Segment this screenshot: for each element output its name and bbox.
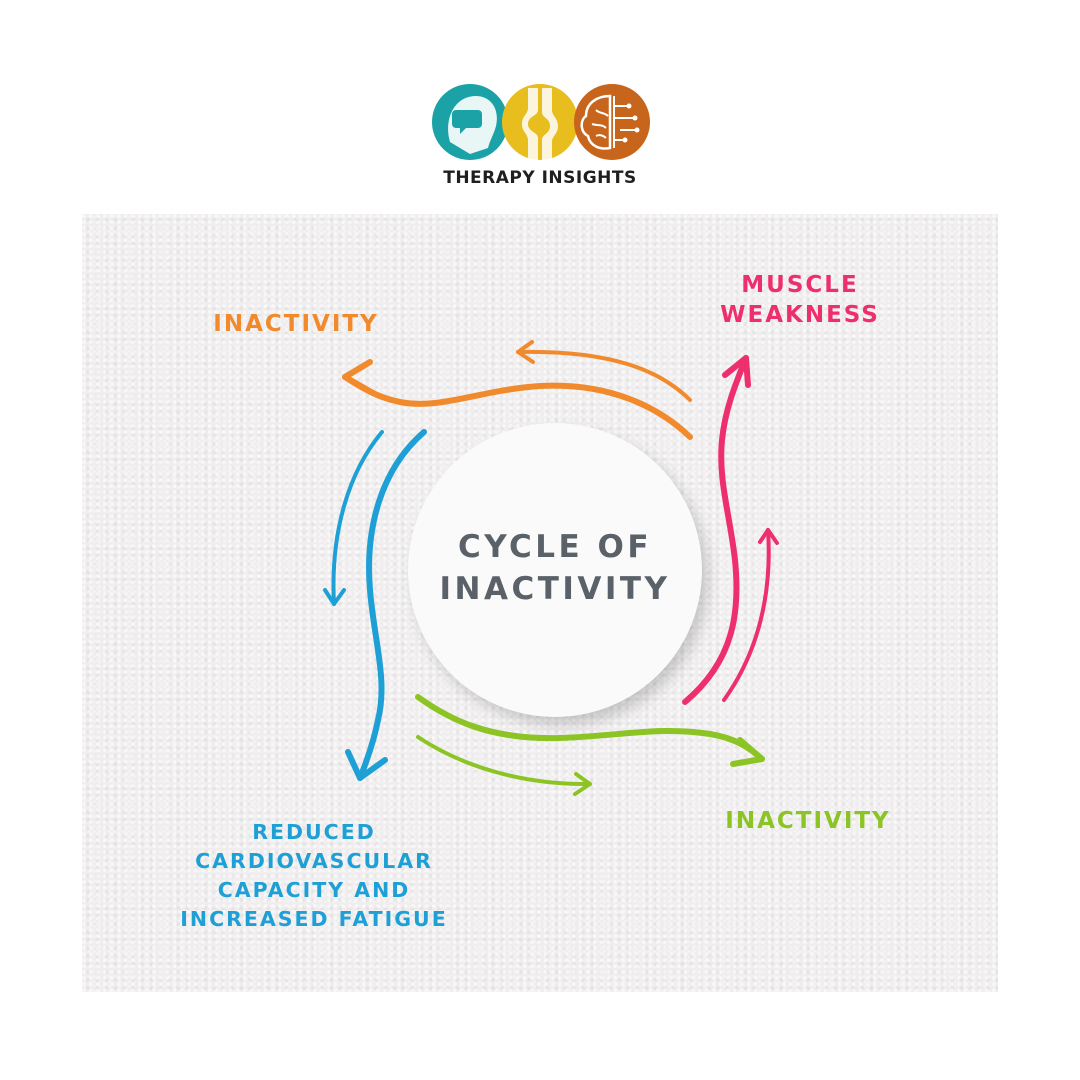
knee-joint-icon [502, 84, 578, 164]
circuit-brain-icon [574, 84, 650, 160]
pink-arrowhead-thin [758, 528, 779, 545]
blue-arrow-group [323, 429, 427, 781]
orange-arrow-group [342, 340, 693, 440]
orange-arrow-thin [516, 349, 692, 402]
label-muscle-weakness-line2: WEAKNESS [720, 302, 880, 328]
green-arrowhead-thin [573, 772, 592, 796]
orange-arrowhead-thin [516, 340, 535, 364]
blue-arrowhead-main [345, 749, 388, 781]
blue-arrowhead-thin [323, 588, 346, 606]
blue-arrow-main [357, 429, 427, 781]
green-arrow-group [415, 694, 765, 796]
orange-arrow-main [342, 374, 693, 440]
label-inactivity-top: INACTIVITY [213, 311, 379, 337]
center-title-line2: INACTIVITY [439, 571, 671, 607]
label-reduced-cardio-line1: REDUCED [252, 820, 376, 844]
blue-arrow-thin [331, 430, 384, 606]
green-arrowhead-main [730, 737, 765, 767]
speech-head-icon [432, 84, 508, 160]
label-reduced-cardio-line2: CARDIOVASCULAR [195, 849, 433, 873]
label-reduced-cardio: REDUCED CARDIOVASCULAR CAPACITY AND INCR… [150, 818, 478, 934]
center-circle [408, 423, 702, 717]
label-inactivity-bottom: INACTIVITY [725, 808, 891, 834]
pink-arrow-main [682, 355, 749, 705]
label-muscle-weakness: MUSCLE WEAKNESS [700, 270, 900, 330]
green-arrow-main [415, 694, 765, 762]
pink-arrow-thin [722, 528, 771, 702]
pink-arrow-group [682, 355, 779, 705]
pink-arrowhead-main [722, 355, 751, 388]
center-title-line1: CYCLE OF [457, 529, 653, 565]
label-reduced-cardio-line3: CAPACITY AND [217, 878, 411, 902]
label-reduced-cardio-line4: INCREASED FATIGUE [180, 907, 448, 931]
orange-arrowhead-main [342, 359, 376, 396]
label-muscle-weakness-line1: MUSCLE [741, 272, 859, 298]
green-arrow-thin [416, 735, 592, 787]
brand-name: THERAPY INSIGHTS [443, 168, 637, 188]
therapy-insights-logo [432, 84, 650, 164]
center-title: CYCLE OF INACTIVITY [408, 526, 702, 610]
